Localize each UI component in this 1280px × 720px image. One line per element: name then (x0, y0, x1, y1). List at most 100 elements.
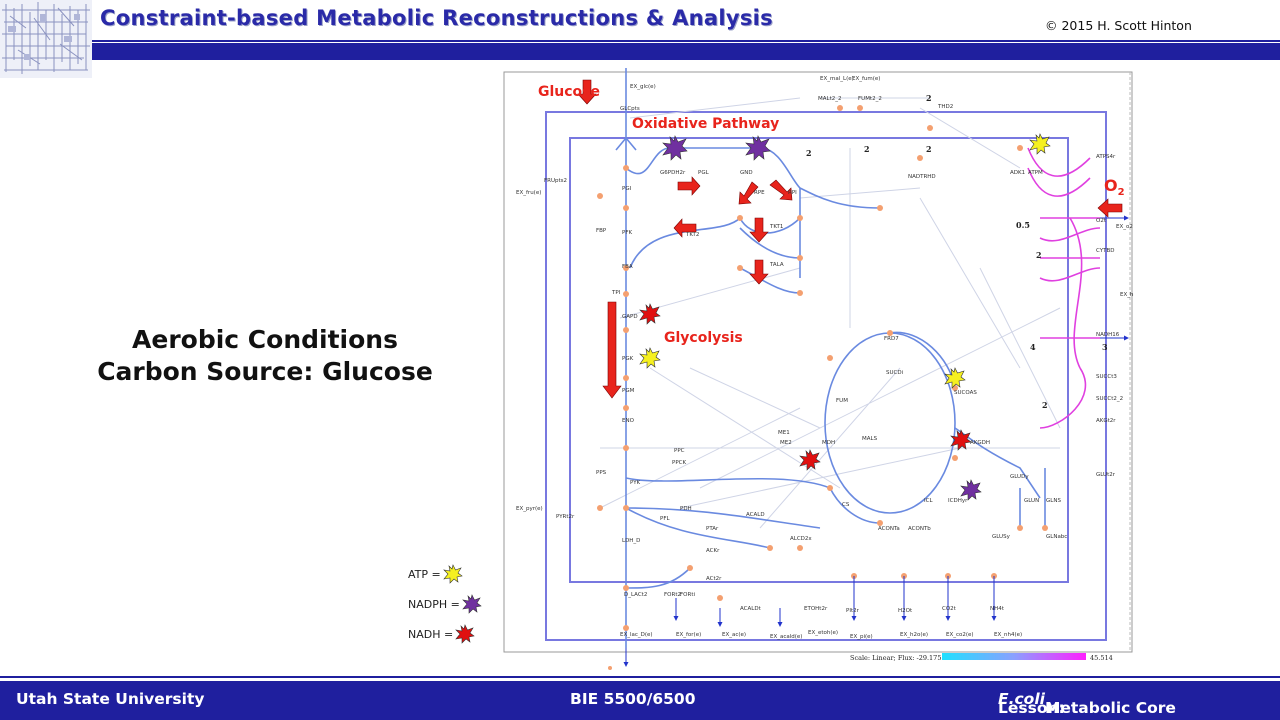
oxygen-label: O2 (1104, 176, 1125, 199)
map-label: EX_fum(e) (852, 76, 880, 82)
map-label: MALt2_2 (818, 96, 841, 102)
copyright-notice: © 2015 H. Scott Hinton (1045, 18, 1192, 33)
map-label: 0.5 (1016, 220, 1030, 230)
map-label: NADTRHD (908, 174, 936, 180)
map-label: ADK1 (1010, 170, 1025, 176)
footer-university: Utah State University (16, 690, 205, 708)
map-label: 2 (926, 144, 932, 154)
map-label: FORt2 (664, 592, 681, 598)
map-label: 2 (1036, 250, 1042, 260)
map-label: ME2 (780, 440, 792, 446)
map-label: EX_pi(e) (850, 634, 873, 640)
legend-nadh-label: NADH = (408, 627, 454, 641)
map-label: PIt2r (846, 608, 860, 614)
map-label: MALS (862, 436, 878, 442)
slide-series-title: Constraint-based Metabolic Reconstructio… (100, 6, 773, 30)
map-label: EX_for(e) (676, 632, 701, 638)
map-label: FBA (622, 264, 633, 270)
legend-atp-label: ATP = (408, 567, 441, 581)
condition-heading: Aerobic Conditions Carbon Source: Glucos… (70, 324, 460, 388)
condition-line-aerobic: Aerobic Conditions (132, 325, 398, 354)
map-label: GLUSy (992, 534, 1011, 540)
map-label: ACONTa (878, 526, 900, 532)
tkt1-flux-arrow (749, 217, 769, 243)
atp-burst-icon (442, 564, 463, 584)
rpi-flux-arrow (769, 179, 793, 201)
map-label: FRD7 (884, 336, 899, 342)
map-label: NH4t (990, 606, 1005, 612)
map-label: EX_co2(e) (946, 632, 974, 638)
map-label: RPE (754, 190, 765, 196)
map-label: H2Ot (898, 608, 913, 614)
map-label: PGI (622, 186, 632, 192)
map-label: FUM (836, 398, 848, 404)
map-label: CS (842, 502, 850, 508)
map-label: ATPM (1028, 170, 1043, 176)
nadh-burst-icon (455, 624, 475, 644)
map-label: 2 (806, 148, 812, 158)
map-label: EX_mal_L(e) (820, 76, 854, 82)
map-label: GLCpts (620, 106, 640, 112)
map-label: 3 (1102, 342, 1108, 352)
map-label: ICDHyr (948, 498, 968, 504)
map-label: EX_o2 (1116, 224, 1133, 230)
map-label: ACALDt (740, 606, 762, 612)
legend-nadph: NADPH = (408, 594, 482, 614)
legend-nadph-label: NADPH = (408, 597, 460, 611)
map-label: EX_h (1120, 292, 1134, 298)
oxygen-uptake-arrow (1097, 198, 1123, 218)
map-label: EX_lac_D(e) (620, 632, 653, 638)
map-label: ALCD2x (790, 536, 812, 542)
header-divider (92, 43, 1280, 60)
map-label: THD2 (937, 104, 953, 110)
logo-pattern-graphic (2, 2, 90, 74)
map-label: O2t (1096, 218, 1107, 224)
periplasm-membrane (545, 111, 1107, 641)
rpe-flux-arrow (738, 181, 759, 205)
map-label: CO2t (942, 606, 957, 612)
map-label: PGL (698, 170, 710, 176)
map-label: EX_fru(e) (516, 190, 541, 196)
condition-line-carbon-source: Carbon Source: Glucose (97, 357, 433, 386)
map-label: PYK (630, 480, 641, 486)
glycolysis-label: Glycolysis (664, 330, 743, 346)
map-label: 4 (1030, 342, 1036, 352)
pgl-flux-arrow (677, 176, 701, 196)
footer-divider (0, 676, 1280, 678)
map-label: LDH_D (622, 538, 640, 544)
map-label: GLUN (1024, 498, 1039, 504)
map-label: GAPD (622, 314, 638, 320)
map-label: 2 (1042, 400, 1048, 410)
glucose-uptake-arrow (577, 79, 597, 105)
map-label: PDH (680, 506, 692, 512)
map-label: ACONTb (908, 526, 931, 532)
map-label: GLNabc (1046, 534, 1067, 540)
map-label: FRUpts2 (544, 178, 567, 184)
nadph-burst-icon (461, 594, 482, 614)
map-label: SUCOAS (954, 390, 977, 396)
legend-nadh: NADH = (408, 624, 475, 644)
footer-bar: Utah State University BIE 5500/6500 Less… (0, 681, 1280, 720)
map-label: TKT2 (685, 232, 699, 238)
map-label: ICL (924, 498, 933, 504)
map-label: PGM (622, 388, 635, 394)
map-label: PTAr (706, 526, 719, 532)
header-divider-thin (92, 40, 1280, 42)
map-label: SUCDi (886, 370, 904, 376)
map-label: EX_glc(e) (630, 84, 656, 90)
footer-lesson: Lesson: E.coli Metabolic Core (998, 690, 1176, 717)
tala-flux-arrow (749, 259, 769, 285)
map-label: ME1 (778, 430, 790, 436)
flux-scale-gradient (942, 653, 1086, 660)
map-label: TPI (611, 290, 621, 296)
map-label: SUCCt2_2 (1096, 396, 1123, 402)
map-label: EX_nh4(e) (994, 632, 1022, 638)
metabolic-map-svg: EX_glc(e) GLCpts PGI PFK FBP FBA TPI GAP… (503, 68, 1134, 670)
usu-logo (0, 0, 92, 78)
map-label: TALA (769, 262, 784, 268)
footer-course: BIE 5500/6500 (570, 690, 696, 708)
map-label: GLUt2r (1096, 472, 1116, 478)
metabolic-map: EX_glc(e) GLCpts PGI PFK FBP FBA TPI GAP… (500, 68, 1140, 674)
map-border (503, 71, 1133, 653)
flux-scale-max: 45.514 (1090, 654, 1113, 662)
